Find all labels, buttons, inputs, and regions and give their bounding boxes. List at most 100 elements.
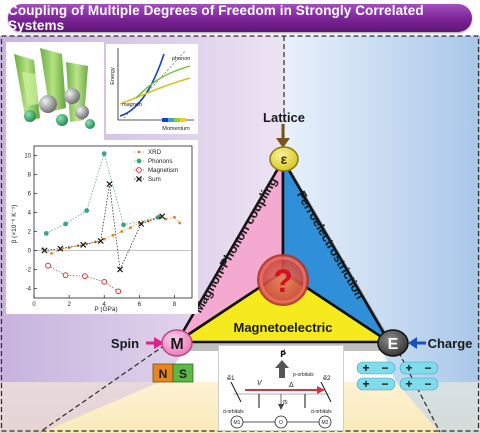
bottom-left-wedge [0,382,160,433]
charge-node [377,329,409,357]
chart-xlabel: P (GPa) [94,306,117,313]
point-sum-7 [159,213,166,220]
triangle-bottom-face [175,270,391,344]
bottom-edge-label: Magnetoelectric [234,320,333,335]
spin-current-label: j⃗s [282,399,288,406]
chart-marks [41,151,182,295]
page-title: Coupling of Multiple Degrees of Freedom … [8,3,472,33]
charge-minus-3: − [381,377,388,391]
x-tick-label-2: 4 [103,302,107,308]
spin-arrowhead [154,337,164,349]
spin-right-label: e⃗2 [323,374,331,382]
center-halo [257,254,309,306]
point-phonons-3 [101,151,107,156]
x-tick-label-0: 0 [32,302,36,308]
point-xrd-9 [120,230,124,233]
point-phonons-2 [84,208,90,213]
d-orbitals-left-label: d-orbitals [223,409,244,415]
magnon-label: magnon [122,102,142,108]
center-question-mark: ? [273,263,293,299]
charge-symbol: E [388,336,399,353]
polarization-label: P⃗ [280,349,286,359]
y-tick-label-1: -2 [26,268,32,274]
charge-plus-4: + [405,377,412,391]
dispersion-xlabel: Momentum [162,126,190,132]
delta-label: Δ [289,382,294,389]
point-magnetism-3 [101,278,108,285]
lattice-symbol: ε [281,151,288,167]
spin-label: Spin [111,336,139,351]
point-magnetism-1 [62,272,69,279]
point-sum-1 [57,245,64,252]
x-tick-label-4: 8 [173,302,177,308]
site-o-label: O [279,420,283,426]
orbital-inset: M1 O M2 P⃗ p-orbitals Δ V j⃗s e⃗1 e⃗2 d-… [218,345,344,431]
charge-plus-2: + [405,361,412,375]
point-xrd-16 [178,221,182,225]
charge-minus-1: − [381,361,388,375]
spin-symbol: M [170,336,183,353]
charge-label: Charge [428,336,473,351]
legend-label-sum: Sum [148,176,161,183]
point-xrd-7 [102,237,106,241]
dispersion-inset: Energy Momentum phonon magnon [106,44,198,134]
dispersion-ylabel: Energy [110,67,116,85]
legend-label-xrd: XRD [148,149,162,156]
legend-marker-magnetism [136,167,142,173]
charge-pairs: + − + − + − + − [356,361,439,391]
y-tick-label-7: 10 [24,154,31,160]
bottom-right-wedge [396,382,480,433]
point-xrd-15 [173,215,176,219]
orbital-diagram: M1 O M2 P⃗ p-orbitals Δ V j⃗s e⃗1 e⃗2 d-… [223,349,332,429]
x-tick-label-1: 2 [67,302,71,308]
series-line-magnetism [47,265,119,292]
lattice-node [269,146,299,172]
p-orbitals-label: p-orbitals [293,372,314,378]
y-tick-label-6: 8 [28,173,32,179]
point-magnetism-4 [115,288,122,295]
magnet-south-label: S [179,367,187,381]
point-sum-5 [116,266,124,273]
legend-marker-sum [135,175,143,183]
charge-minus-2: − [424,361,431,375]
point-sum-4 [106,180,113,188]
phonon-label: phonon [172,56,190,62]
spin-cones-illustration [6,42,104,140]
center-ring [259,256,307,304]
point-sum-3 [97,237,104,245]
legend-label-phonons: Phonons [148,158,172,165]
series-line-sum [44,183,163,271]
x-tick-label-3: 6 [138,302,142,308]
point-xrd-10 [129,226,132,230]
y-tick-label-4: 4 [28,211,32,217]
site-m2-label: M2 [322,420,329,426]
dashed-line-left [39,344,166,433]
point-sum-6 [138,220,145,227]
charge-minus-4: − [424,377,431,391]
point-xrd-1 [50,251,53,255]
y-tick-label-3: 2 [28,230,32,236]
point-phonons-4 [121,222,126,228]
charge-arrowhead [408,337,417,349]
y-tick-label-2: 0 [28,249,32,255]
legend-marker-xrd [137,150,141,154]
point-xrd-3 [67,246,71,250]
charge-region [284,36,480,382]
legend-marker-phonons [136,158,142,164]
lattice-label: Lattice [263,110,305,125]
point-magnetism-0 [45,262,51,269]
series-line-phonons [46,152,159,234]
spin-left-label: e⃗1 [227,374,235,382]
outer-frame [0,35,480,432]
magnet-south [172,363,194,383]
site-m1-label: M1 [234,420,241,426]
chart-ylabel: β (×10⁻⁶ K⁻¹) [11,205,18,244]
y-tick-label-0: -4 [26,287,32,293]
d-orbitals-right-label: d-orbitals [311,409,332,415]
dispersion-plot: Energy Momentum phonon magnon [110,48,194,132]
